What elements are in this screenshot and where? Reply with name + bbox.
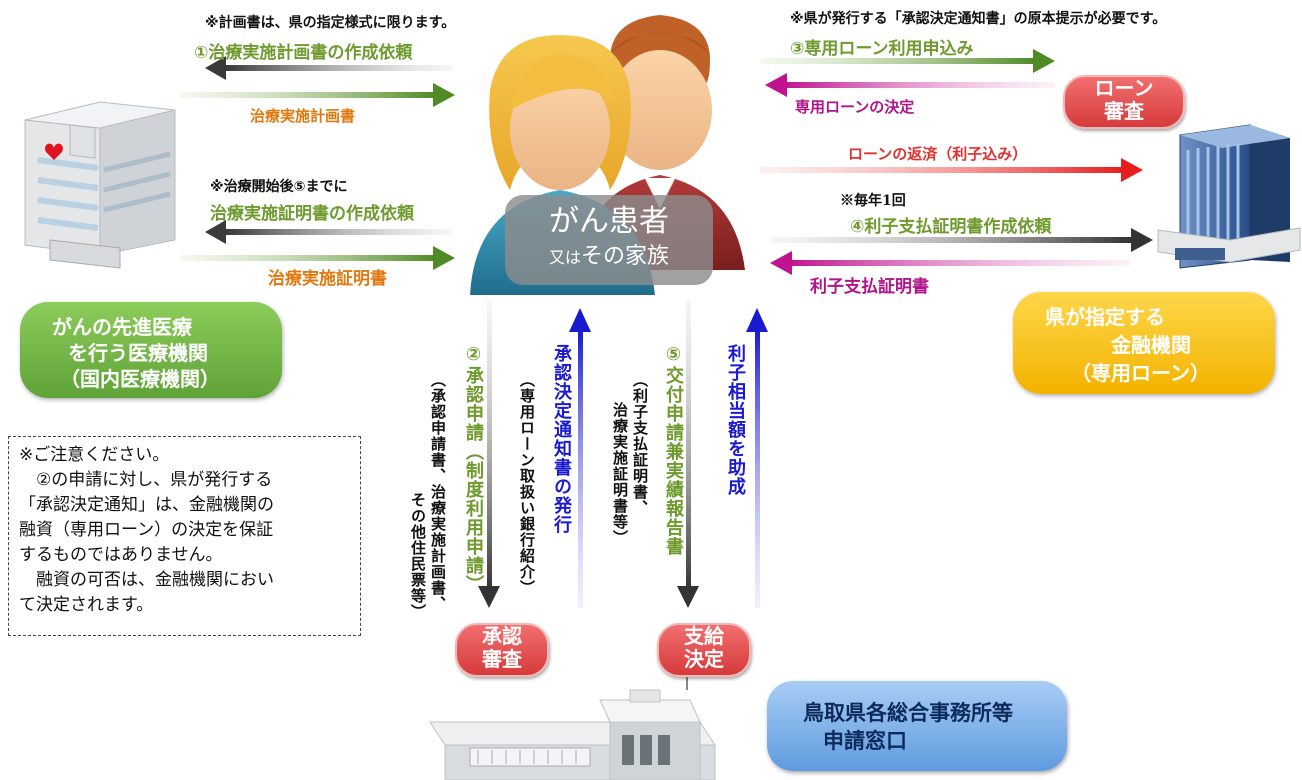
- label-interest-request: ④利子支払証明書作成依頼: [850, 217, 1052, 237]
- box-office-line2: 申請窓口: [823, 729, 907, 753]
- arrow-approval-issue: [569, 308, 591, 608]
- box-hospital: がんの先進医療 を行う医療機関 （国内医療機関）: [20, 302, 282, 398]
- arrow-proof-request: [205, 220, 452, 244]
- pill-loan-review-line2: 審査: [1104, 99, 1144, 123]
- patient-label-box: がん患者 又はその家族: [505, 195, 713, 285]
- box-bank-line2: 金融機関: [1111, 333, 1191, 357]
- caution-line: て決定されます。: [19, 595, 154, 615]
- arrow-plan-doc: [180, 83, 455, 107]
- label-repayment: ローンの返済（利子込み）: [848, 145, 1028, 163]
- pill-approval-review-line2: 審査: [482, 647, 522, 671]
- label-proof-doc: 治療実施証明書: [268, 269, 387, 289]
- arrow-interest-request: [770, 228, 1153, 252]
- pill-loan-review: ローン 審査: [1063, 75, 1185, 129]
- vlabel-approval-issue: 承認決定通知書の発行: [551, 344, 572, 534]
- label-loan-decision: 専用ローンの決定: [795, 98, 915, 116]
- note-original-notice: ※県が発行する「承認決定通知書」の原本提示が必要です。: [790, 11, 1167, 27]
- caution-box: ※ご注意ください。 ②の申請に対し、県が発行する 「承認決定通知」は、金融機関の…: [8, 436, 361, 636]
- label-proof-request: 治療実施証明書の作成依頼: [210, 204, 414, 224]
- arrow-proof-doc: [180, 246, 455, 270]
- caution-line: ②の申請に対し、県が発行する: [19, 470, 273, 490]
- vlabel-approval-docs: （承認申請書、治療実施計画書、: [429, 372, 447, 612]
- vlabel-grant-docs-2: 治療実施証明書等）: [611, 402, 629, 546]
- pill-payment-decision-line2: 決定: [684, 647, 724, 671]
- caution-line: ※ご注意ください。: [19, 445, 170, 465]
- vlabel-grant-docs: （利子支払証明書、: [631, 372, 649, 516]
- box-bank-line1: 県が指定する: [1045, 305, 1165, 329]
- label-plan-doc: 治療実施計画書: [250, 107, 356, 125]
- pill-payment-decision-line1: 支給: [684, 624, 724, 648]
- arrow-grant-apply: [677, 300, 699, 608]
- note-treatment-start: ※治療開始後⑤までに: [210, 179, 348, 195]
- box-office: 鳥取県各総合事務所等 申請窓口: [767, 681, 1067, 771]
- vlabel-grant-apply: ⑤交付申請兼実績報告書: [663, 344, 684, 556]
- arrow-subsidy: [746, 308, 768, 608]
- bank-building-image: [1157, 124, 1301, 269]
- vlabel-approval-docs-2: その他住民票等）: [409, 492, 427, 620]
- pill-loan-review-line1: ローン: [1094, 76, 1154, 100]
- vlabel-subsidy: 利子相当額を助成: [725, 344, 746, 496]
- box-hospital-line1: がんの先進医療: [52, 315, 192, 339]
- arrow-repayment: [760, 158, 1143, 182]
- arrow-approval-apply: [478, 300, 500, 608]
- patient-subtitle-family: その家族: [581, 244, 670, 269]
- arrow-plan-request: [205, 56, 452, 80]
- caution-line: 融資（専用ローン）の決定を保証: [19, 520, 274, 540]
- caution-line: 融資の可否は、金融機関におい: [19, 570, 274, 590]
- arrow-loan-decision: [765, 73, 1055, 97]
- pill-approval-review-line1: 承認: [482, 624, 522, 648]
- vlabel-bank-intro: （専用ローン取扱い銀行紹介）: [518, 372, 536, 596]
- pill-approval-review: 承認 審査: [455, 623, 549, 677]
- label-interest-doc: 利子支払証明書: [810, 277, 929, 297]
- patient-subtitle-or: 又は: [548, 248, 581, 267]
- hospital-building-image: [24, 101, 176, 269]
- box-hospital-line3: （国内医療機関）: [60, 367, 220, 391]
- box-bank-line3: （専用ローン）: [1071, 361, 1210, 385]
- patient-subtitle: 又はその家族: [505, 243, 713, 272]
- vlabel-approval-apply: ②承認申請（制度利用申請）: [463, 344, 484, 594]
- arrow-interest-doc: [770, 251, 1130, 275]
- caution-line: 「承認決定通知」は、金融機関の: [19, 495, 274, 515]
- note-yearly: ※毎年1回: [840, 193, 906, 209]
- prefectural-office-image: [429, 662, 716, 780]
- box-office-line1: 鳥取県各総合事務所等: [803, 701, 1013, 725]
- label-plan-request: ①治療実施計画書の作成依頼: [194, 43, 413, 63]
- label-loan-apply: ③専用ローン利用申込み: [790, 39, 974, 59]
- pill-payment-decision: 支給 決定: [657, 623, 751, 677]
- arrow-loan-apply: [760, 49, 1055, 73]
- note-plan-format: ※計画書は、県の指定様式に限ります。: [205, 15, 456, 31]
- patient-title: がん患者: [549, 204, 669, 239]
- box-hospital-line2: を行う医療機関: [68, 341, 208, 365]
- box-bank: 県が指定する 金融機関 （専用ローン）: [1013, 292, 1275, 394]
- caution-line: するものではありません。: [19, 545, 223, 565]
